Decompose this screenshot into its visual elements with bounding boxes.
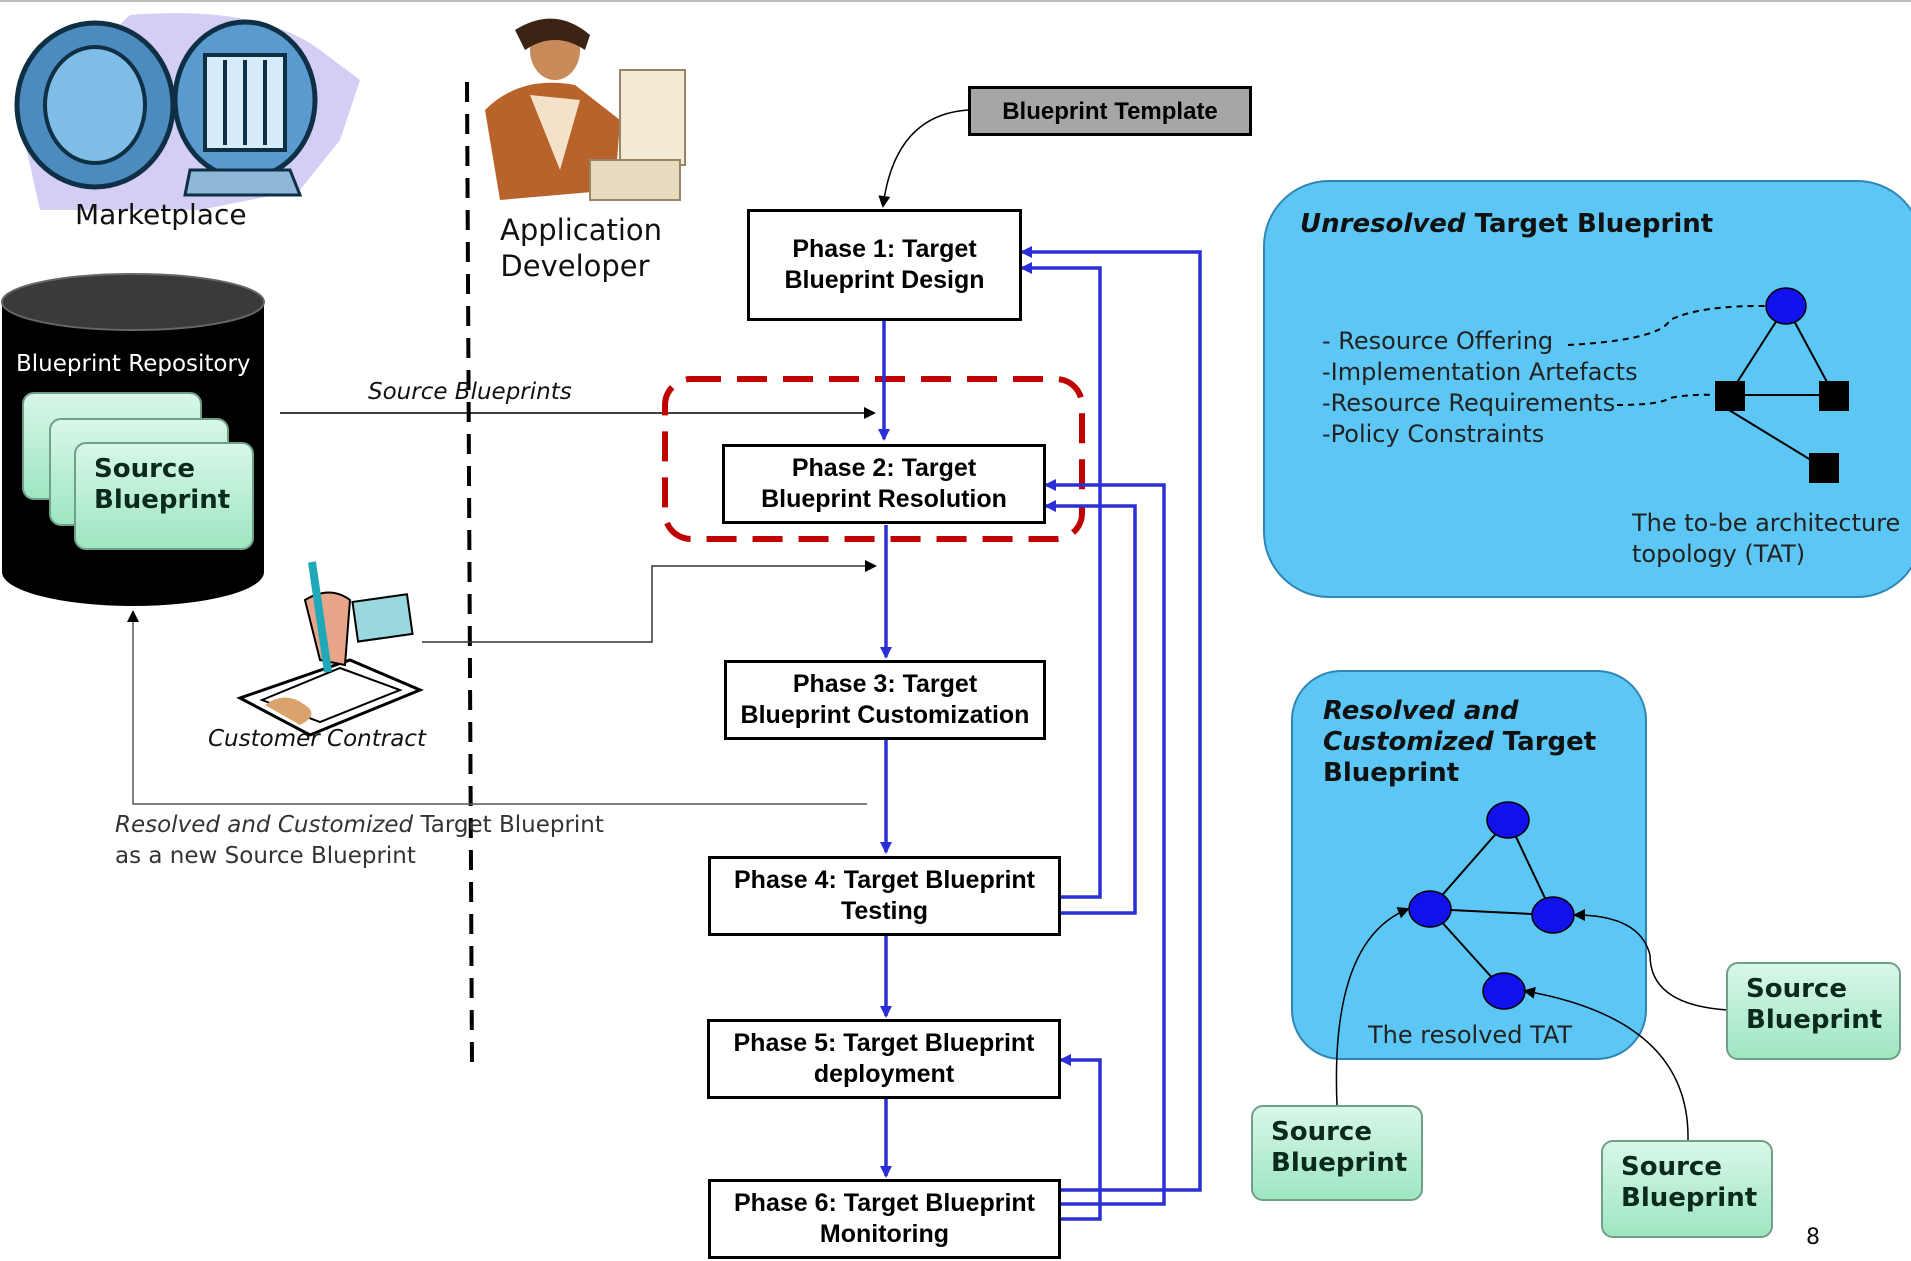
tat-node-left bbox=[1715, 381, 1745, 411]
phase-5-box: Phase 5: Target Blueprint deployment bbox=[707, 1019, 1061, 1099]
resolved-title-line3: Blueprint bbox=[1323, 758, 1460, 788]
marketplace-label: Marketplace bbox=[75, 198, 247, 231]
repository-label: Blueprint Repository bbox=[16, 351, 251, 377]
repo-source-card-front: Source Blueprint bbox=[74, 442, 254, 550]
page-number: 8 bbox=[1806, 1225, 1820, 1250]
resolved-caption: The resolved TAT bbox=[1368, 1021, 1573, 1049]
phase-1-line1: Phase 1: Target bbox=[792, 235, 977, 263]
app-developer-label: Application Developer bbox=[500, 212, 663, 284]
resolved-node-right bbox=[1531, 896, 1575, 934]
source-line1: Source bbox=[1271, 1117, 1372, 1147]
developer-icon bbox=[485, 18, 686, 201]
feedback-italic: Resolved and Customized bbox=[115, 812, 414, 838]
phase-5-line2: deployment bbox=[813, 1060, 955, 1088]
loop-p4-p1 bbox=[1020, 262, 1102, 899]
unresolved-items: - Resource Offering -Implementation Arte… bbox=[1322, 326, 1638, 450]
loop-p6-p2 bbox=[1044, 479, 1166, 1206]
repo-source-line1: Source bbox=[94, 454, 195, 484]
feedback-arrow bbox=[127, 610, 867, 805]
unresolved-item: -Implementation Artefacts bbox=[1322, 358, 1638, 386]
feedback-line2: as a new Source Blueprint bbox=[115, 843, 416, 869]
source-blueprint-bottom: Source Blueprint bbox=[1601, 1140, 1773, 1238]
resolved-title: Resolved and Customized Target Blueprint bbox=[1323, 696, 1596, 789]
unresolved-item: - Resource Offering bbox=[1322, 327, 1554, 355]
source-line2: Blueprint bbox=[1746, 1005, 1883, 1035]
phase-3-line2: Blueprint Customization bbox=[740, 701, 1030, 729]
phase-4-line2: Testing bbox=[840, 897, 929, 925]
tat-node-bottom bbox=[1809, 453, 1839, 483]
phase-2-line1: Phase 2: Target bbox=[791, 454, 977, 482]
tat-node-right bbox=[1819, 381, 1849, 411]
phase-6-line1: Phase 6: Target Blueprint bbox=[734, 1189, 1035, 1217]
phase-2-line2: Blueprint Resolution bbox=[761, 485, 1007, 513]
tat-node-top bbox=[1765, 287, 1807, 325]
customer-contract-label: Customer Contract bbox=[208, 726, 426, 752]
unresolved-item: -Resource Requirements bbox=[1322, 389, 1616, 417]
phase-1-line2: Blueprint Design bbox=[784, 266, 985, 294]
loop-p6-p5 bbox=[1059, 1054, 1102, 1221]
unresolved-title-italic: Unresolved bbox=[1300, 209, 1466, 239]
app-developer-line2: Developer bbox=[500, 249, 650, 283]
resolved-title-line1: Resolved and bbox=[1323, 696, 1519, 726]
feedback-rest: Target Blueprint bbox=[413, 812, 604, 838]
source-line2: Blueprint bbox=[1271, 1148, 1408, 1178]
unresolved-caption-line1: The to-be architecture bbox=[1632, 509, 1901, 537]
resolved-title-rest: Target bbox=[1493, 727, 1597, 757]
source-blueprint-left: Source Blueprint bbox=[1251, 1105, 1423, 1201]
phase-3-line1: Phase 3: Target bbox=[792, 670, 978, 698]
unresolved-panel bbox=[1263, 180, 1911, 598]
source-line1: Source bbox=[1746, 974, 1847, 1004]
contract-arrow bbox=[422, 560, 877, 643]
vault-icon bbox=[14, 13, 360, 210]
resolved-title-italic: Customized bbox=[1323, 727, 1494, 757]
unresolved-caption-line2: topology (TAT) bbox=[1632, 540, 1806, 568]
resolved-node-left bbox=[1408, 890, 1452, 928]
source-blueprints-label: Source Blueprints bbox=[368, 379, 572, 405]
resolved-node-bottom bbox=[1482, 972, 1526, 1010]
loop-p4-p2 bbox=[1044, 500, 1137, 915]
resolved-node-top bbox=[1486, 801, 1530, 839]
phase2-highlight bbox=[662, 376, 1085, 542]
phase-5-line1: Phase 5: Target Blueprint bbox=[733, 1029, 1035, 1057]
blueprint-template-box: Blueprint Template bbox=[968, 86, 1252, 136]
loop-p6-p1 bbox=[1020, 246, 1202, 1192]
repo-source-line2: Blueprint bbox=[94, 485, 231, 515]
source-blueprint-right: Source Blueprint bbox=[1726, 962, 1901, 1060]
unresolved-item: -Policy Constraints bbox=[1322, 420, 1545, 448]
phase-6-line2: Monitoring bbox=[819, 1220, 950, 1248]
unresolved-caption: The to-be architecture topology (TAT) bbox=[1632, 508, 1900, 570]
feedback-label: Resolved and Customized Target Blueprint… bbox=[115, 810, 604, 872]
unresolved-title: Unresolved Target Blueprint bbox=[1300, 209, 1713, 239]
contract-icon bbox=[236, 561, 424, 737]
app-developer-line1: Application bbox=[500, 213, 663, 247]
unresolved-title-rest: Target Blueprint bbox=[1465, 209, 1714, 239]
actor-separator-line bbox=[465, 81, 474, 1069]
template-arrow bbox=[878, 109, 969, 208]
source-line1: Source bbox=[1621, 1152, 1722, 1182]
source-line2: Blueprint bbox=[1621, 1183, 1758, 1213]
phase-4-line1: Phase 4: Target Blueprint bbox=[734, 866, 1035, 894]
